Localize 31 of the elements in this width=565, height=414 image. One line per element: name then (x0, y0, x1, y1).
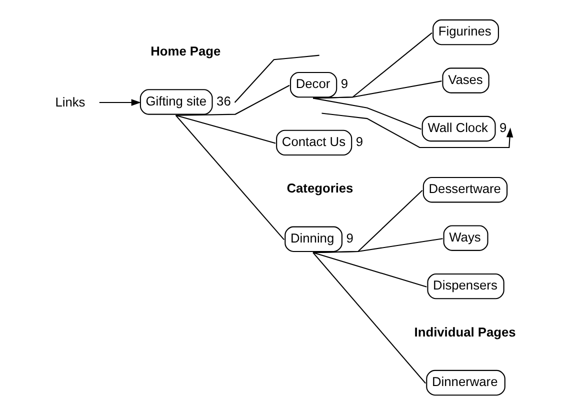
connector (312, 252, 426, 288)
connector (312, 98, 421, 130)
node-label: 9 (355, 134, 363, 150)
label: Individual Pages (414, 324, 516, 340)
node-box: Vases (442, 68, 489, 94)
node-text: Links (54, 94, 85, 110)
node-box: Contact Us (276, 130, 352, 156)
connector (175, 114, 276, 144)
node-box: Dinnerware (426, 370, 505, 396)
node-box: Dinning (284, 226, 342, 252)
connector (234, 54, 319, 103)
node-box: Wall Clock (421, 116, 496, 142)
node-box: Ways (442, 225, 488, 251)
node-label: 9 (340, 76, 348, 92)
connector (312, 252, 426, 384)
arrow (98, 99, 140, 106)
node-label: 9 (499, 120, 506, 136)
connector (312, 238, 442, 254)
node-box: Figurines (432, 19, 498, 46)
label: Categories (286, 180, 353, 196)
node-label: 9 (346, 230, 353, 246)
connector (312, 80, 442, 99)
node-box: Dessertware (422, 177, 508, 203)
connector (174, 115, 284, 240)
node-box: Gifting site (139, 89, 212, 115)
node-box: Decor (289, 72, 337, 98)
node-box: Dispensers (426, 273, 504, 300)
node-label: 36 (216, 93, 230, 108)
connector (175, 84, 290, 116)
arrow (321, 112, 513, 148)
label: Home Page (150, 43, 220, 58)
